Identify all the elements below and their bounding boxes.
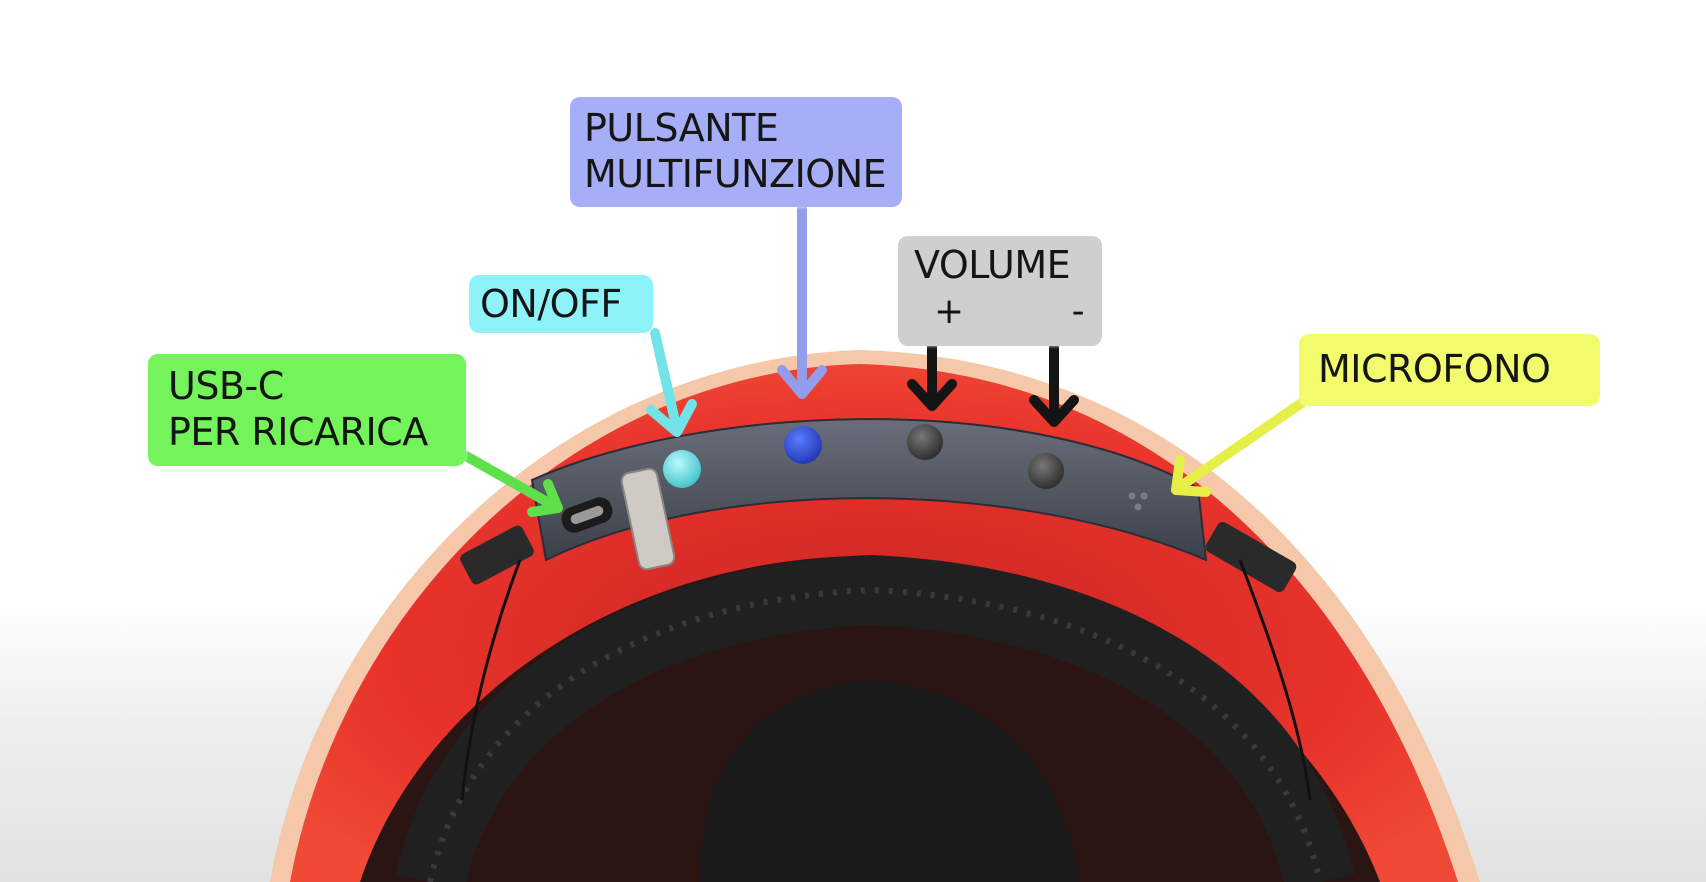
callout-multifunction: PULSANTE MULTIFUNZIONE	[570, 97, 902, 207]
microphone-holes	[1128, 492, 1148, 511]
right-bracket	[1205, 521, 1297, 593]
callout-usb-c: USB-C PER RICARICA	[148, 354, 466, 466]
left-bracket	[460, 525, 534, 585]
callout-usb-c-line2: PER RICARICA	[168, 410, 428, 455]
onoff-button	[663, 450, 701, 488]
callout-multifunction-line2: MULTIFUNZIONE	[584, 152, 887, 197]
volume-plus-button	[907, 424, 943, 460]
volume-minus-button	[1028, 453, 1064, 489]
callout-multifunction-line1: PULSANTE	[584, 106, 779, 150]
usb-flap	[620, 467, 676, 571]
usb-c-port	[561, 497, 613, 533]
arrow-on-off	[646, 328, 697, 437]
callout-microphone: MICROFONO	[1299, 334, 1600, 406]
callout-on-off: ON/OFF	[469, 275, 653, 333]
arrow-multifunction	[777, 202, 827, 399]
callout-on-off-label: ON/OFF	[480, 282, 622, 326]
callout-volume-plus: +	[934, 291, 964, 333]
control-panel	[530, 418, 1208, 562]
callout-volume-minus: -	[1071, 291, 1085, 333]
arrow-volume-plus	[907, 341, 957, 411]
arrow-volume-minus	[1029, 341, 1079, 427]
callout-volume: VOLUME + -	[898, 236, 1102, 346]
arrow-usb-c	[461, 451, 563, 517]
callout-volume-label: VOLUME	[914, 243, 1071, 287]
callout-usb-c-line1: USB-C	[168, 364, 284, 408]
helmet-padding	[700, 680, 1080, 882]
callout-microphone-label: MICROFONO	[1318, 347, 1551, 391]
multifunction-button	[784, 426, 822, 464]
arrow-microphone	[1171, 395, 1311, 497]
